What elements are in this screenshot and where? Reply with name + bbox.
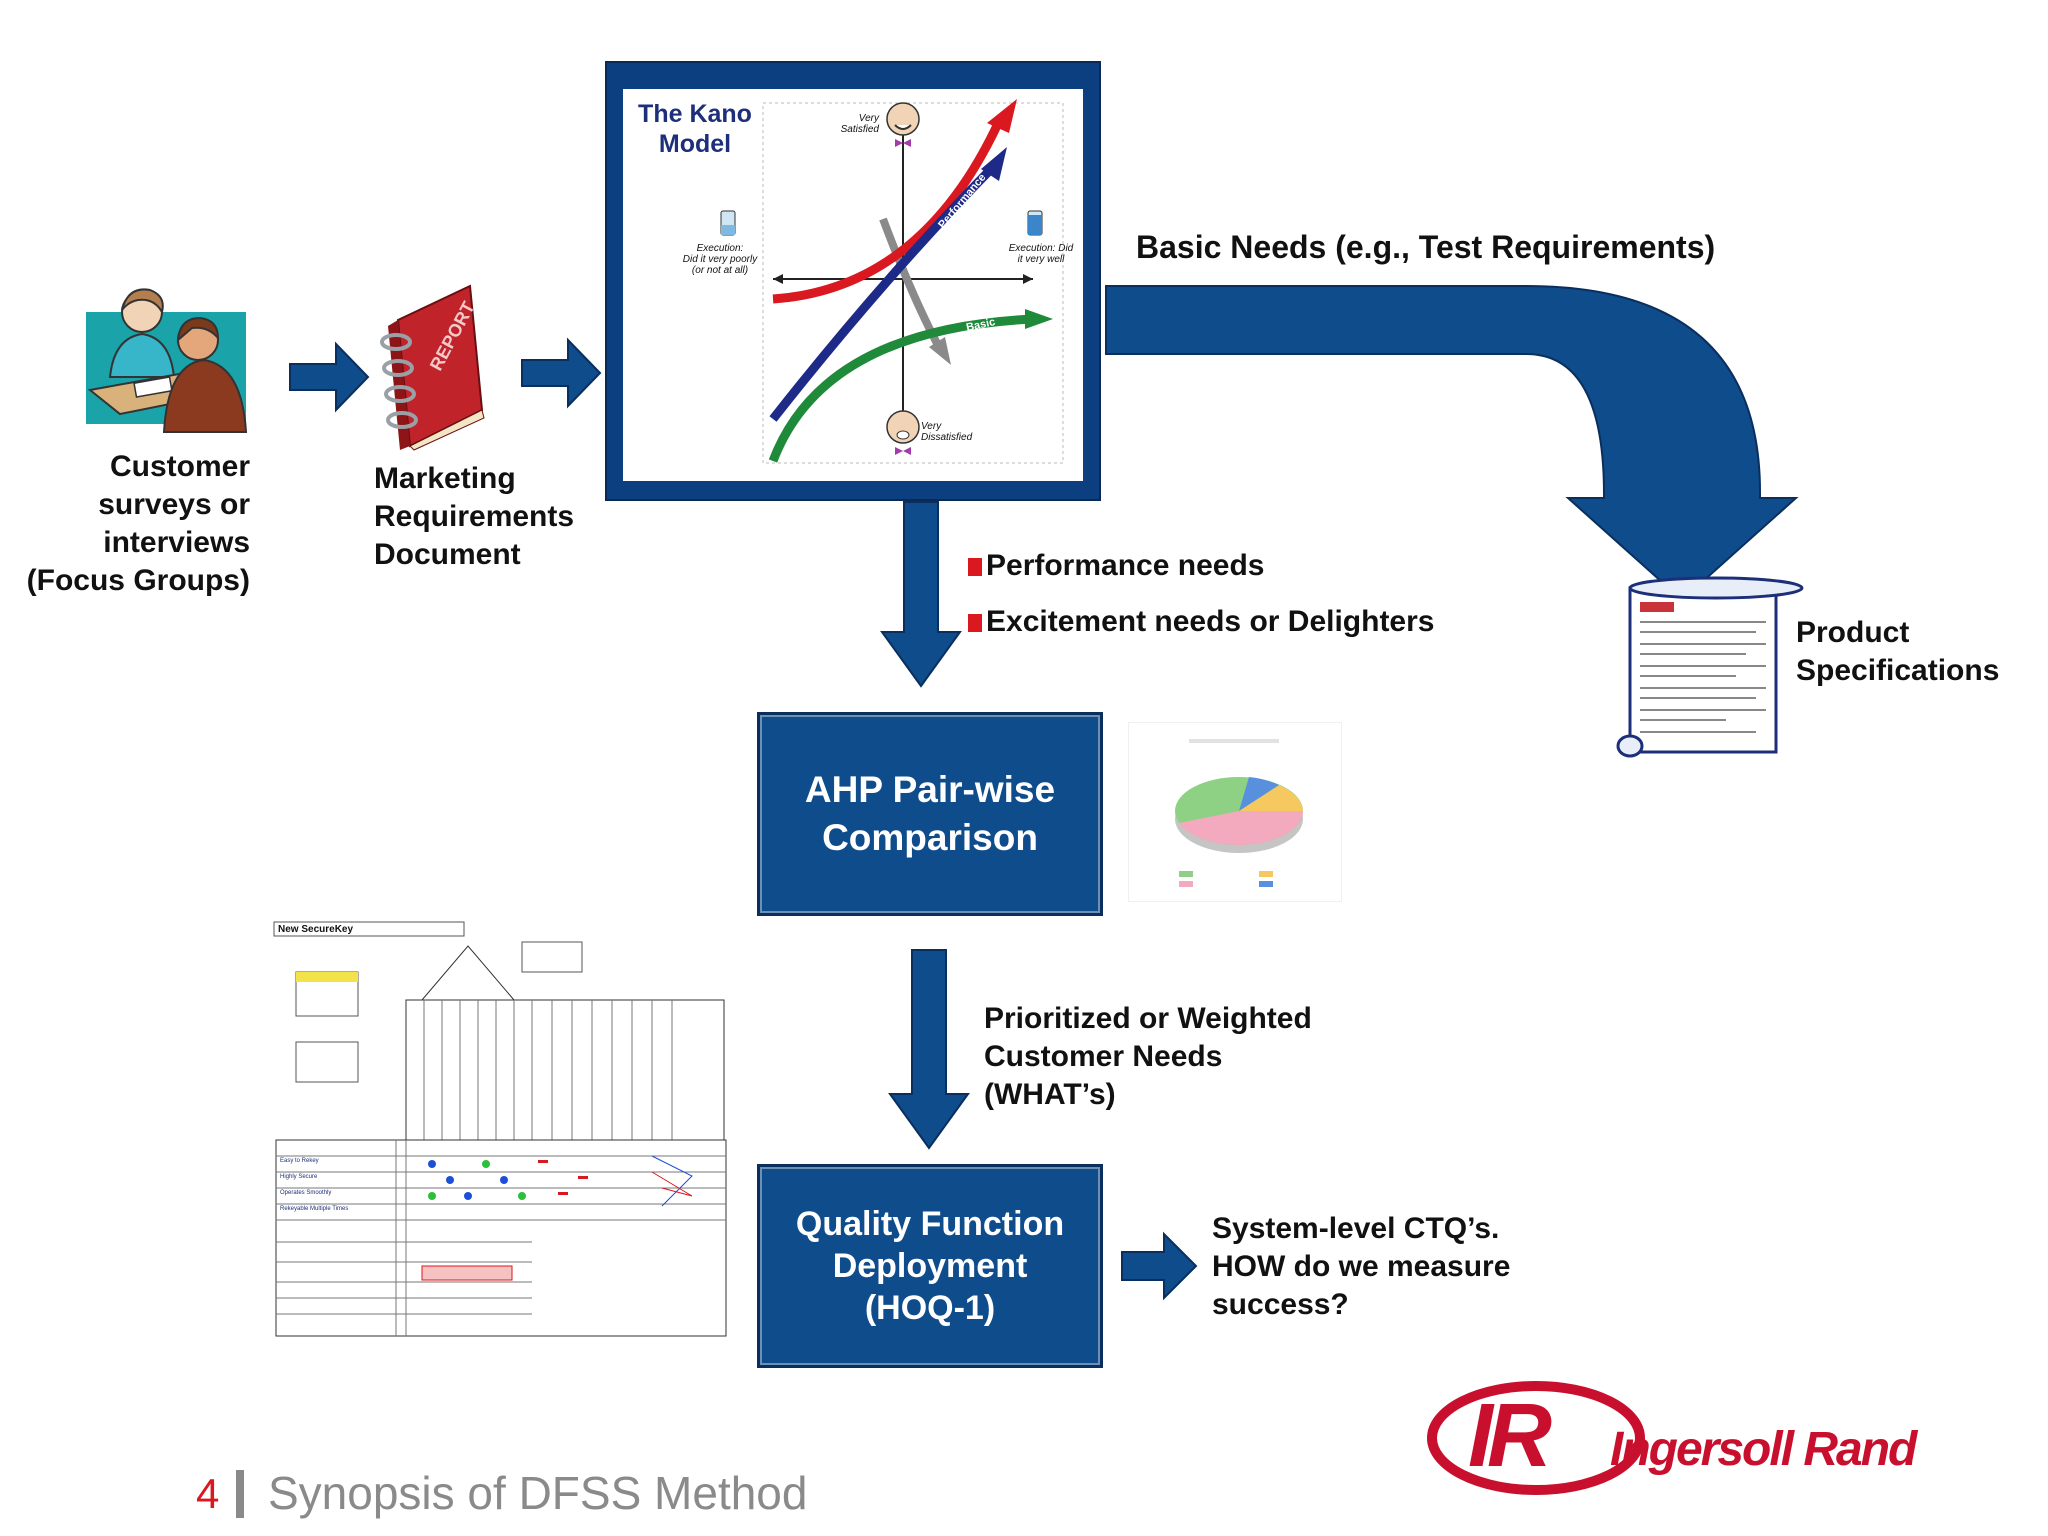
logo-mark: IR: [1468, 1386, 1552, 1486]
arrow-customer-to-mrd: [289, 341, 370, 413]
logo-text: Ingersoll Rand: [1610, 1423, 1917, 1476]
kano-very-dissatisfied: Very Dissatisfied: [921, 421, 973, 443]
pie-chart-thumbnail: [1128, 722, 1342, 902]
ingersoll-rand-logo: IR Ingersoll Rand: [1426, 1374, 1946, 1500]
ahp-comparison-box: AHP Pair-wise Comparison: [757, 712, 1103, 916]
arrow-qfd-to-ctq: [1121, 1231, 1198, 1301]
arrow-kano-to-ahp: [880, 501, 962, 688]
customer-label: Customer surveys or interviews (Focus Gr…: [26, 450, 250, 597]
needs-bullets: Performance needs Excitement needs or De…: [968, 538, 1434, 650]
basic-needs-label: Basic Needs (e.g., Test Requirements): [1136, 229, 1716, 265]
customer-survey-illustration: [80, 282, 250, 433]
product-spec-scroll-icon: [1616, 574, 1804, 760]
arrow-ahp-to-qfd: [888, 949, 970, 1150]
product-specs-label: Product Specifications: [1796, 616, 2000, 687]
kano-very-satisfied: Very Satisfied: [840, 113, 879, 135]
kano-model-panel: The Kano Model Ex: [605, 61, 1101, 501]
footer-divider: [236, 1470, 244, 1518]
kano-execution-poor: Execution: Did it very poorly (or not at…: [682, 243, 758, 276]
kano-diagram: Excitement Performance Basic: [720, 99, 1064, 464]
excitement-needs-item: Excitement needs or Delighters: [968, 594, 1434, 650]
hoq-title: New SecureKey: [278, 924, 354, 935]
basic-needs-arrow: [1105, 285, 1799, 602]
house-of-quality-thumbnail: New SecureKey Easy to Rekey Highly Secur…: [272, 916, 732, 1376]
hoq-row-1: Easy to Rekey: [280, 1158, 319, 1164]
marketing-label: Marketing Requirements Document: [374, 462, 575, 571]
ctq-label: System-level CTQ’s. HOW do we measure su…: [1212, 1212, 1511, 1321]
report-book-icon: REPORT: [378, 280, 488, 451]
qfd-box: Quality Function Deployment (HOQ-1): [757, 1164, 1103, 1368]
kano-title: The Kano Model: [638, 100, 752, 158]
hoq-row-3: Operates Smoothly: [280, 1190, 332, 1196]
kano-execution-well: Execution: Did it very well: [1008, 243, 1074, 265]
page-number: 4: [196, 1470, 220, 1517]
prioritized-needs-label: Prioritized or Weighted Customer Needs (…: [984, 1002, 1312, 1111]
kano-curve-basic: Basic: [965, 316, 996, 334]
hoq-row-4: Rekeyable Multiple Times: [280, 1206, 349, 1212]
performance-needs-item: Performance needs: [968, 538, 1434, 594]
hoq-row-2: Highly Secure: [280, 1174, 318, 1180]
arrow-mrd-to-kano: [521, 337, 602, 409]
footer-title: Synopsis of DFSS Method: [268, 1467, 808, 1519]
